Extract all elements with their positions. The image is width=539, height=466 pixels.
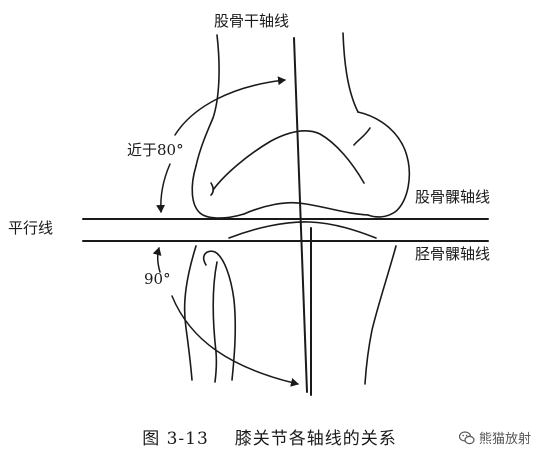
femur-medial-condyle xyxy=(191,165,245,219)
femur-shaft-right-outline xyxy=(342,32,359,113)
fibula-outline xyxy=(202,250,237,381)
tibia-left-outline xyxy=(183,245,197,381)
femur-lateral-condyle-notch xyxy=(353,127,371,146)
watermark-text: 熊猫放射 xyxy=(478,432,531,447)
figure-number: 图 3-13 xyxy=(142,429,209,449)
femoral-shaft-axis-line xyxy=(293,37,308,393)
wechat-icon xyxy=(458,430,475,444)
femur-lateral-condyle xyxy=(357,111,411,218)
approx-80-degree-label: 近于80° xyxy=(127,141,184,159)
tibial-plateau-lens xyxy=(228,221,377,239)
figure-title: 膝关节各轴线的关系 xyxy=(234,429,397,449)
angle-90-arrow-upper xyxy=(152,247,162,273)
parallel-lines-label: 平行线 xyxy=(8,219,54,237)
femur-articular-surface xyxy=(243,201,369,216)
femoral-shaft-axis-label: 股骨干轴线 xyxy=(214,12,290,30)
angle-80-arrow-lower xyxy=(156,163,171,213)
figure-caption: 图 3-13 膝关节各轴线的关系 xyxy=(0,424,539,449)
tibia-right-outline xyxy=(364,245,397,385)
fibula-inner-line xyxy=(212,261,218,383)
femoral-condylar-axis-label: 股骨髁轴线 xyxy=(415,188,491,206)
watermark: 熊猫放射 xyxy=(458,428,531,447)
femur-intercondylar-outline xyxy=(212,130,365,191)
femur-shaft-left-outline xyxy=(195,34,220,167)
angle-90-arrow-lower xyxy=(171,295,299,387)
right-angle-label: 90° xyxy=(144,270,171,288)
tibial-condylar-axis-label: 胫骨髁轴线 xyxy=(415,245,491,263)
femur-medial-condyle-mark xyxy=(210,182,215,196)
angle-80-arrow-upper xyxy=(174,76,286,136)
